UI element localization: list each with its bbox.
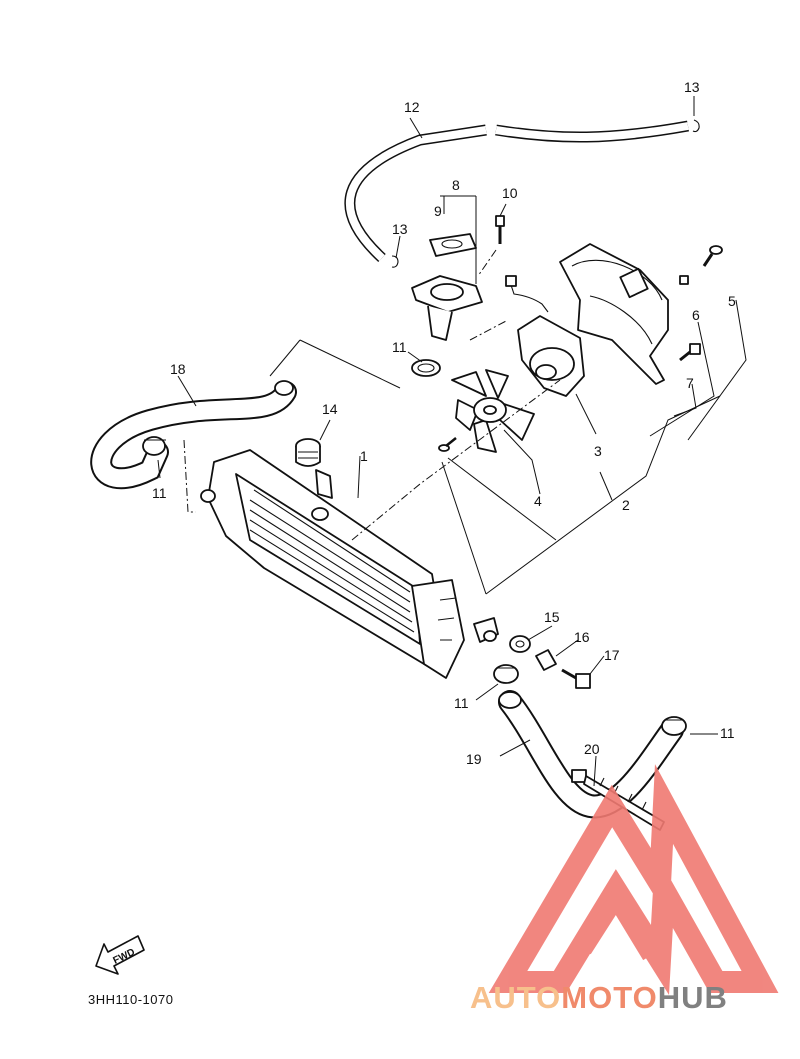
label-13-top: 13 [684,79,700,95]
bolt-5 [702,245,723,267]
label-11-left: 11 [152,485,167,501]
radiator-mount-bracket [473,617,499,643]
fan-motor-3 [517,315,585,397]
watermark-hub: HUB [658,980,728,1015]
bolt-10 [495,215,505,244]
radiator-1 [200,449,465,679]
automotohub-logo-icon [488,764,779,996]
breather-hose-12 [344,120,689,263]
fwd-arrow-icon: FWD [95,935,145,975]
label-4: 4 [534,493,542,509]
upper-hose-18 [90,380,297,490]
label-12: 12 [404,99,420,115]
watermark-auto: AUTO [470,980,561,1015]
hose-clamp-11-lower-left [493,664,519,684]
fan-blade-4 [451,369,535,453]
label-6: 6 [692,307,700,323]
fan-screw [438,437,457,452]
bolt-7 [679,343,701,362]
thermostat-cover-9 [429,233,477,257]
label-9: 9 [434,203,442,219]
radiator-cap-14 [295,438,321,467]
label-18: 18 [170,361,186,377]
label-2: 2 [622,497,630,513]
label-10: 10 [502,185,518,201]
hose-clip-13-left [391,255,399,268]
hose-clamp-11-upper-left [142,436,166,456]
thermostat-housing-8 [411,275,483,341]
label-19: 19 [466,751,482,767]
label-17: 17 [604,647,620,663]
label-1: 1 [360,448,368,464]
label-11-right: 11 [720,725,735,741]
label-16: 16 [574,629,590,645]
hose-clamp-11-top [411,359,441,377]
bolt-17 [561,668,591,689]
sensor-connector [505,275,517,287]
svg-text:AUTOMOTOHUB: AUTOMOTOHUB [470,980,728,1015]
label-11-top: 11 [392,339,407,355]
lower-hose-19 [498,690,684,819]
fan-shroud-6 [559,243,689,385]
label-13-left: 13 [392,221,408,237]
diagram-code: 3HH110-1070 [88,992,174,1007]
watermark-brand: AUTOMOTOHUB [470,980,728,1015]
label-8: 8 [452,177,460,193]
label-15: 15 [544,609,560,625]
label-14: 14 [322,401,338,417]
label-7: 7 [686,375,694,391]
label-5: 5 [728,293,736,309]
collar-16 [535,649,557,671]
hose-clip-13-right [692,119,700,133]
label-3: 3 [594,443,602,459]
label-20: 20 [584,741,600,757]
leader-lines [157,96,747,787]
label-11-lower: 11 [454,695,469,711]
hose-clamp-11-lower-right [661,716,687,736]
grommet-15 [509,635,531,653]
part-labels: 1 2 3 4 5 6 7 8 9 10 11 11 11 11 12 13 1… [152,79,736,767]
sensor-wire [509,281,549,313]
watermark-moto: MOTO [561,980,657,1015]
